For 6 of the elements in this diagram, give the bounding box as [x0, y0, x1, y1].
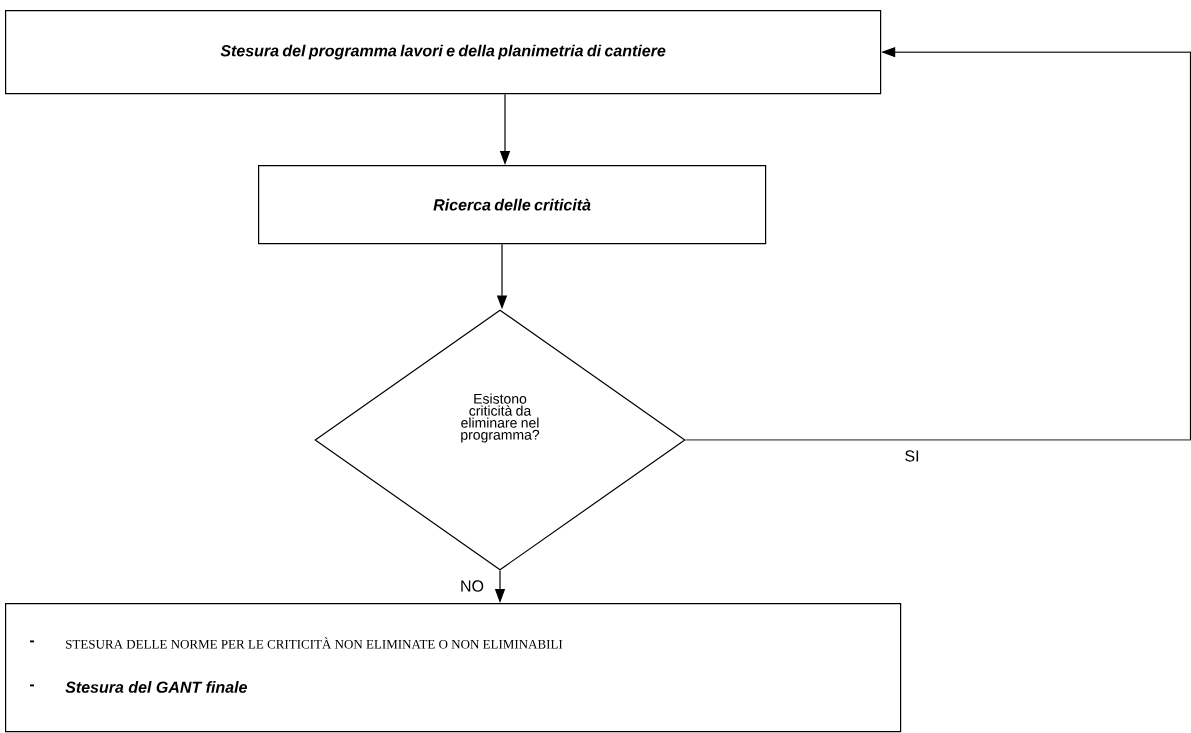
bullet-dash: -: [30, 640, 35, 643]
process-box: Stesura del programma lavori e della planimetria di cantiere: [5, 10, 882, 95]
edge-label: NO: [459, 579, 485, 593]
bullet-dash: -: [30, 684, 35, 687]
edge-label: SI: [903, 449, 921, 463]
process-box: Ricerca delle criticità: [258, 165, 767, 245]
